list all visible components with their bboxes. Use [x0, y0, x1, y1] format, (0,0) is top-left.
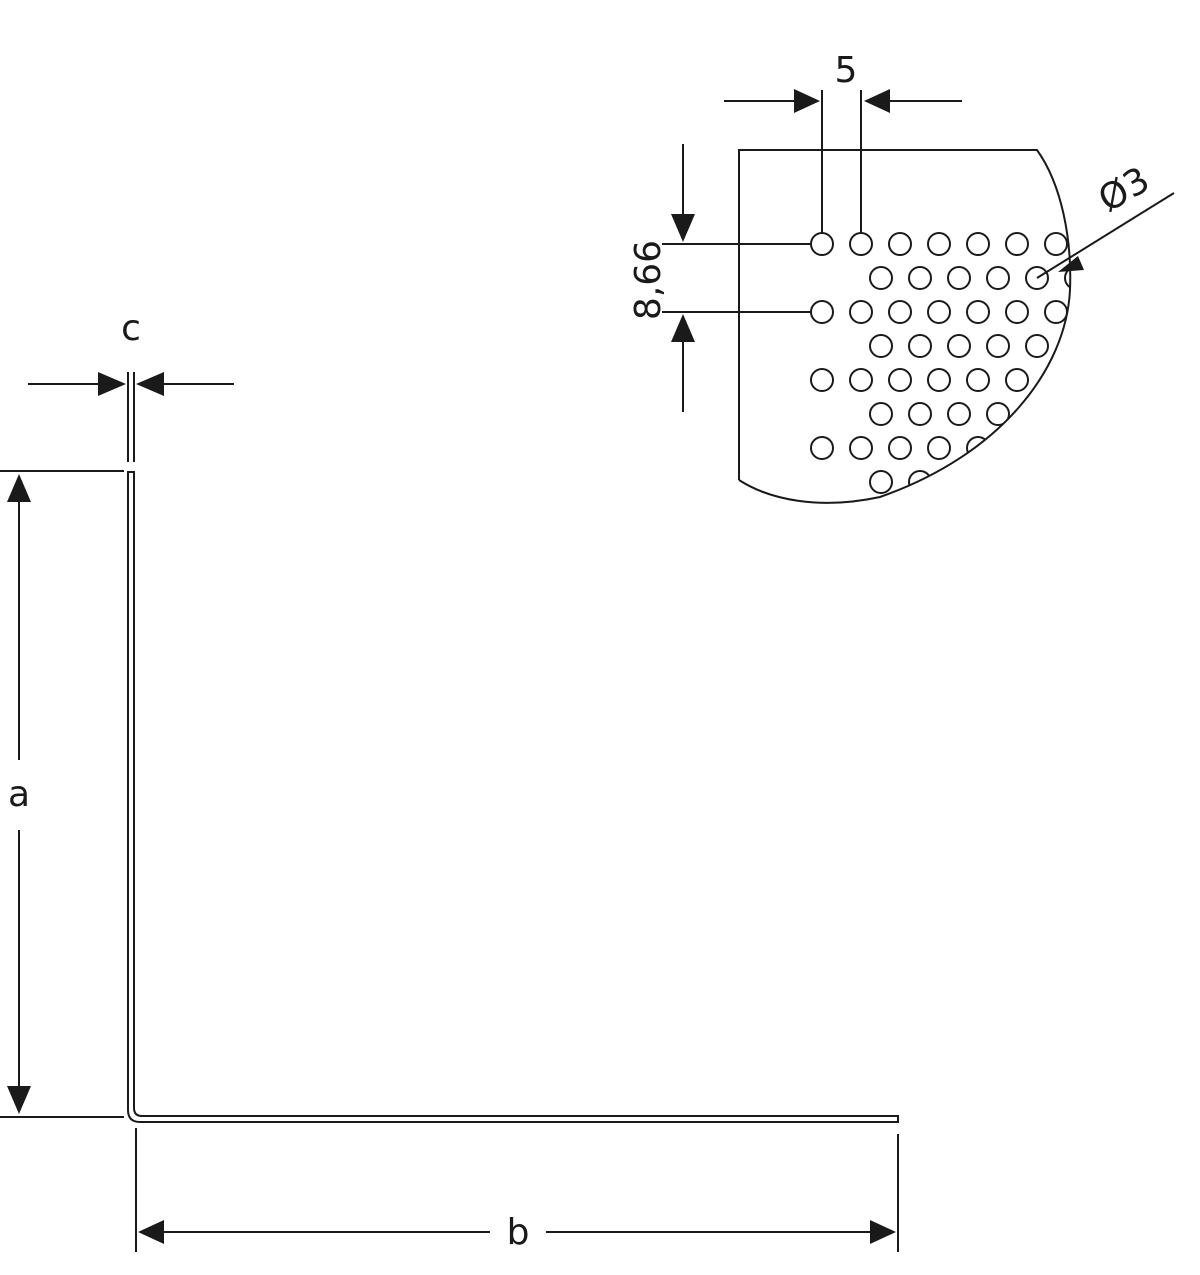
perforation-detail: 5 8,66 Ø3 — [628, 50, 1175, 504]
perforation-hole — [927, 436, 951, 460]
perforation-hole — [927, 368, 951, 392]
perforation-hole — [947, 266, 971, 290]
perforation-hole — [1044, 232, 1068, 256]
perforation-hole — [947, 402, 971, 426]
perforation-hole — [869, 402, 893, 426]
perforation-hole — [908, 334, 932, 358]
perforation-hole — [1104, 403, 1126, 425]
perforation-hole — [888, 232, 912, 256]
perforation-hole — [1044, 300, 1068, 324]
perforation-hole — [1044, 368, 1068, 392]
perforation-hole — [986, 470, 1010, 494]
perforation-hole — [1143, 335, 1165, 357]
dimension-c-label: c — [121, 308, 141, 349]
row-spacing-label: 8,66 — [628, 240, 669, 320]
perforation-hole — [849, 368, 873, 392]
perforation-hole — [1104, 471, 1126, 493]
perforation-hole — [849, 436, 873, 460]
perforation-hole — [810, 436, 834, 460]
perforation-hole — [947, 334, 971, 358]
perforation-hole — [908, 266, 932, 290]
perforation-hole — [1025, 402, 1049, 426]
perforation-hole — [810, 300, 834, 324]
perforation-hole — [869, 334, 893, 358]
dimension-b: b — [135, 1128, 899, 1253]
perforation-hole — [908, 402, 932, 426]
perforation-hole — [1044, 436, 1068, 460]
perforation-hole — [849, 300, 873, 324]
perforation-hole — [888, 436, 912, 460]
perforation-hole — [1025, 334, 1049, 358]
angle-profile — [127, 471, 899, 1123]
perforation-hole — [986, 266, 1010, 290]
perforation-hole — [869, 266, 893, 290]
perforation-hole — [1064, 266, 1071, 290]
perforation-hole — [810, 368, 834, 392]
perforation-hole — [986, 334, 1010, 358]
perforation-hole — [1064, 334, 1071, 358]
dimension-b-label: b — [507, 1212, 530, 1253]
perforation-hole — [1084, 369, 1106, 391]
detail-plate-outline — [738, 149, 1072, 504]
perforation-hole — [986, 402, 1010, 426]
perforation-hole — [927, 232, 951, 256]
perforation-hole — [1143, 403, 1165, 425]
hole-pattern — [810, 232, 1165, 494]
dimension-a-label: a — [8, 774, 30, 815]
perforation-hole — [1084, 301, 1106, 323]
perforation-hole — [1143, 267, 1165, 289]
perforation-hole — [1005, 232, 1029, 256]
perforation-hole — [1025, 266, 1049, 290]
perforation-hole — [888, 300, 912, 324]
perforation-hole — [869, 470, 893, 494]
dimension-a: a — [0, 470, 124, 1118]
perforation-hole — [966, 232, 990, 256]
perforation-hole — [1025, 470, 1049, 494]
perforation-hole — [1064, 402, 1071, 426]
hole-diameter-label: Ø3 — [1092, 159, 1157, 220]
perforation-hole — [966, 300, 990, 324]
perforation-hole — [927, 300, 951, 324]
perforation-hole — [1104, 335, 1126, 357]
perforation-hole — [1143, 471, 1165, 493]
perforation-hole — [849, 232, 873, 256]
perforation-hole — [966, 368, 990, 392]
perforation-hole — [810, 232, 834, 256]
perforation-hole — [947, 470, 971, 494]
dimension-c: c — [28, 308, 234, 462]
perforation-hole — [1064, 470, 1071, 494]
pitch-label: 5 — [835, 50, 858, 91]
perforation-hole — [888, 368, 912, 392]
perforation-hole — [1005, 300, 1029, 324]
perforation-hole — [1104, 267, 1126, 289]
perforation-hole — [1084, 437, 1106, 459]
perforation-hole — [908, 470, 932, 494]
perforation-hole — [1005, 368, 1029, 392]
perforation-hole — [1005, 436, 1029, 460]
